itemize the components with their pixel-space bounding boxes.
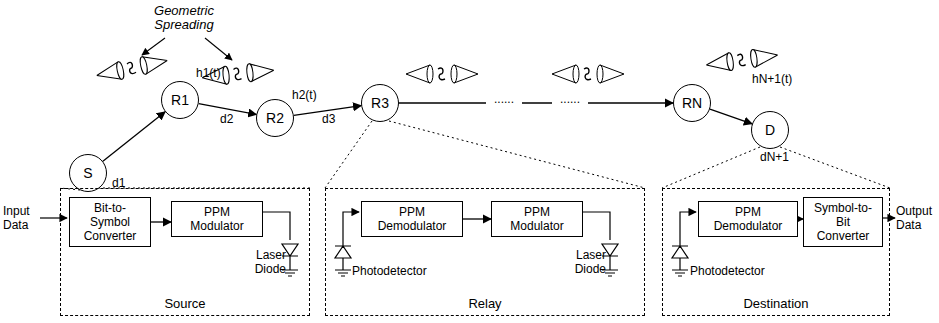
annotation-label: Photodetector <box>352 264 442 278</box>
annotation-label: dN+1 <box>760 150 800 164</box>
annotation-label: d3 <box>322 112 346 126</box>
process-box: PPM Demodulator <box>361 201 463 237</box>
process-box: PPM Modulator <box>171 201 263 237</box>
annotation-label: hN+1(t) <box>752 72 802 86</box>
annotation-label: Output Data <box>896 204 938 232</box>
process-box: PPM Modulator <box>491 201 583 237</box>
node-label: PPM Modulator <box>176 205 258 233</box>
process-box: Bit-to-Symbol Converter <box>69 197 151 247</box>
node-label: PPM Demodulator <box>366 205 458 233</box>
node-label: PPM Modulator <box>496 205 578 233</box>
node-label: PPM Demodulator <box>703 205 793 233</box>
node-circle: R3 <box>361 84 399 122</box>
diode-symbols <box>282 244 688 276</box>
dashed-group-box: Destination PPM Demodulator Symbol-to-Bit … <box>662 188 890 316</box>
spreading-arrows <box>142 38 232 60</box>
connector-arrow <box>399 102 673 103</box>
connector-arrow <box>463 218 491 219</box>
node-circle: RN <box>673 84 711 122</box>
annotation-label: Photodetector <box>690 264 780 278</box>
node-label: S <box>83 165 92 181</box>
node-label: Symbol-to-Bit Converter <box>808 201 878 243</box>
annotation-label: ...... <box>552 94 588 106</box>
group-title: Source <box>61 296 309 311</box>
process-box: PPM Demodulator <box>698 201 798 237</box>
node-label: Bit-to-Symbol Converter <box>74 201 146 243</box>
annotation-label: ...... <box>486 94 522 106</box>
annotation-label: d1 <box>112 176 136 190</box>
annotation-label: d2 <box>220 112 244 126</box>
node-label: R2 <box>266 110 284 126</box>
node-label: R1 <box>171 92 189 108</box>
zoom-leaders <box>60 121 890 190</box>
node-circle: D <box>751 111 789 149</box>
beam-icons <box>95 46 779 87</box>
annotation-label: h2(t) <box>292 88 332 102</box>
connector-arrow <box>151 221 171 222</box>
annotation-label: Geometric Spreading <box>138 4 230 32</box>
process-box: Symbol-to-Bit Converter <box>803 197 883 247</box>
node-circle: S <box>69 154 107 192</box>
node-label: RN <box>682 95 702 111</box>
group-title: Destination <box>663 296 889 311</box>
connector-arrow <box>103 112 165 161</box>
annotation-label: Laser Diode <box>564 248 606 276</box>
group-title: Relay <box>326 296 644 311</box>
annotation-label: h1(t) <box>196 66 236 80</box>
node-label: R3 <box>371 95 389 111</box>
node-label: D <box>765 122 775 138</box>
node-circle: R1 <box>161 81 199 119</box>
annotation-label: Laser Diode <box>244 248 286 276</box>
node-circle: R2 <box>256 99 294 137</box>
connector-arrow <box>710 109 752 124</box>
annotation-label: Input Data <box>3 204 39 232</box>
